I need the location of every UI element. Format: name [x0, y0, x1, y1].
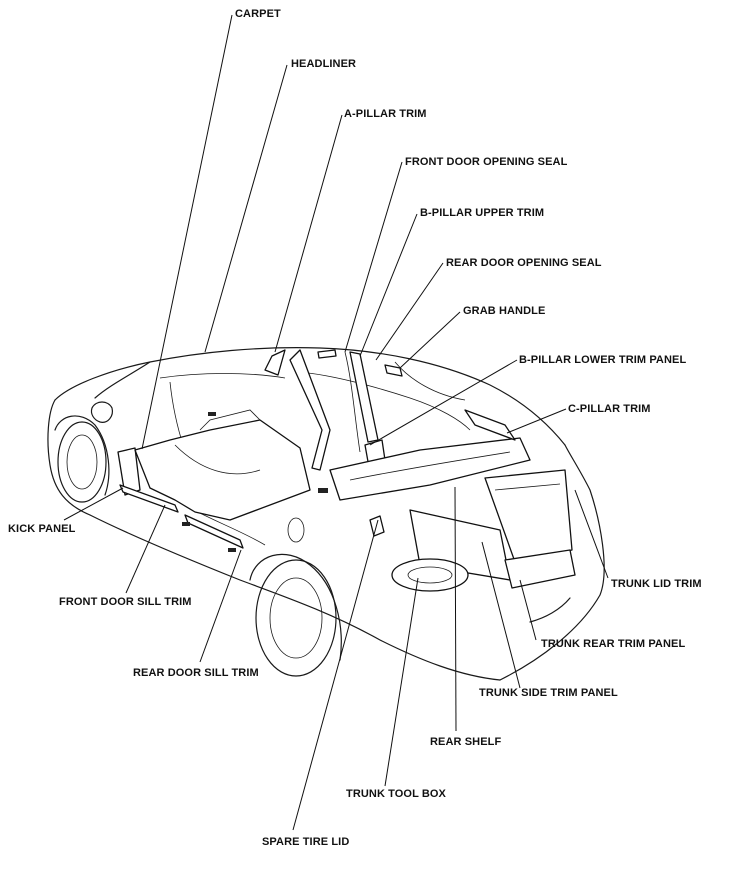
label-rear-door-opening-seal: REAR DOOR OPENING SEAL	[446, 257, 602, 269]
label-grab-handle: GRAB HANDLE	[463, 305, 546, 317]
label-a-pillar-trim: A-PILLAR TRIM	[344, 108, 427, 120]
leader-rear-shelf	[454, 486, 457, 732]
leader-c-pillar-trim	[506, 408, 567, 434]
leader-kick-panel	[63, 487, 124, 521]
label-front-door-opening-seal: FRONT DOOR OPENING SEAL	[405, 156, 568, 168]
label-kick-panel: KICK PANEL	[8, 523, 76, 535]
leader-trunk-lid-trim	[574, 489, 609, 579]
label-b-pillar-lower-trim-panel: B-PILLAR LOWER TRIM PANEL	[519, 354, 687, 366]
leader-trunk-rear-trim-panel	[519, 579, 537, 641]
leader-rear-door-sill-trim	[199, 549, 242, 663]
leader-rear-door-opening-seal	[375, 262, 444, 361]
interior-parts	[117, 349, 576, 592]
leader-trunk-side-trim-panel	[481, 541, 521, 689]
label-carpet: CARPET	[235, 8, 281, 20]
leader-a-pillar-trim	[274, 114, 343, 353]
leader-front-door-sill-trim	[125, 504, 166, 594]
leader-lines	[63, 14, 609, 831]
leader-b-pillar-lower-trim	[369, 359, 518, 446]
label-front-door-sill-trim: FRONT DOOR SILL TRIM	[59, 596, 192, 608]
leader-grab-handle	[399, 311, 461, 369]
leader-front-door-opening-seal	[344, 161, 403, 353]
label-trunk-rear-trim-panel: TRUNK REAR TRIM PANEL	[541, 638, 686, 650]
label-rear-shelf: REAR SHELF	[430, 736, 502, 748]
label-spare-tire-lid: SPARE TIRE LID	[262, 836, 350, 848]
label-c-pillar-trim: C-PILLAR TRIM	[568, 403, 651, 415]
leader-carpet	[141, 14, 233, 450]
leader-b-pillar-upper-trim	[359, 213, 418, 357]
leader-spare-tire-lid	[292, 519, 379, 831]
label-b-pillar-upper-trim: B-PILLAR UPPER TRIM	[420, 207, 545, 219]
label-trunk-side-trim-panel: TRUNK SIDE TRIM PANEL	[479, 687, 618, 699]
label-trunk-lid-trim: TRUNK LID TRIM	[611, 578, 702, 590]
leader-trunk-tool-box	[384, 577, 419, 787]
label-trunk-tool-box: TRUNK TOOL BOX	[346, 788, 446, 800]
leader-headliner	[204, 64, 288, 353]
label-headliner: HEADLINER	[291, 58, 357, 70]
label-rear-door-sill-trim: REAR DOOR SILL TRIM	[133, 667, 259, 679]
